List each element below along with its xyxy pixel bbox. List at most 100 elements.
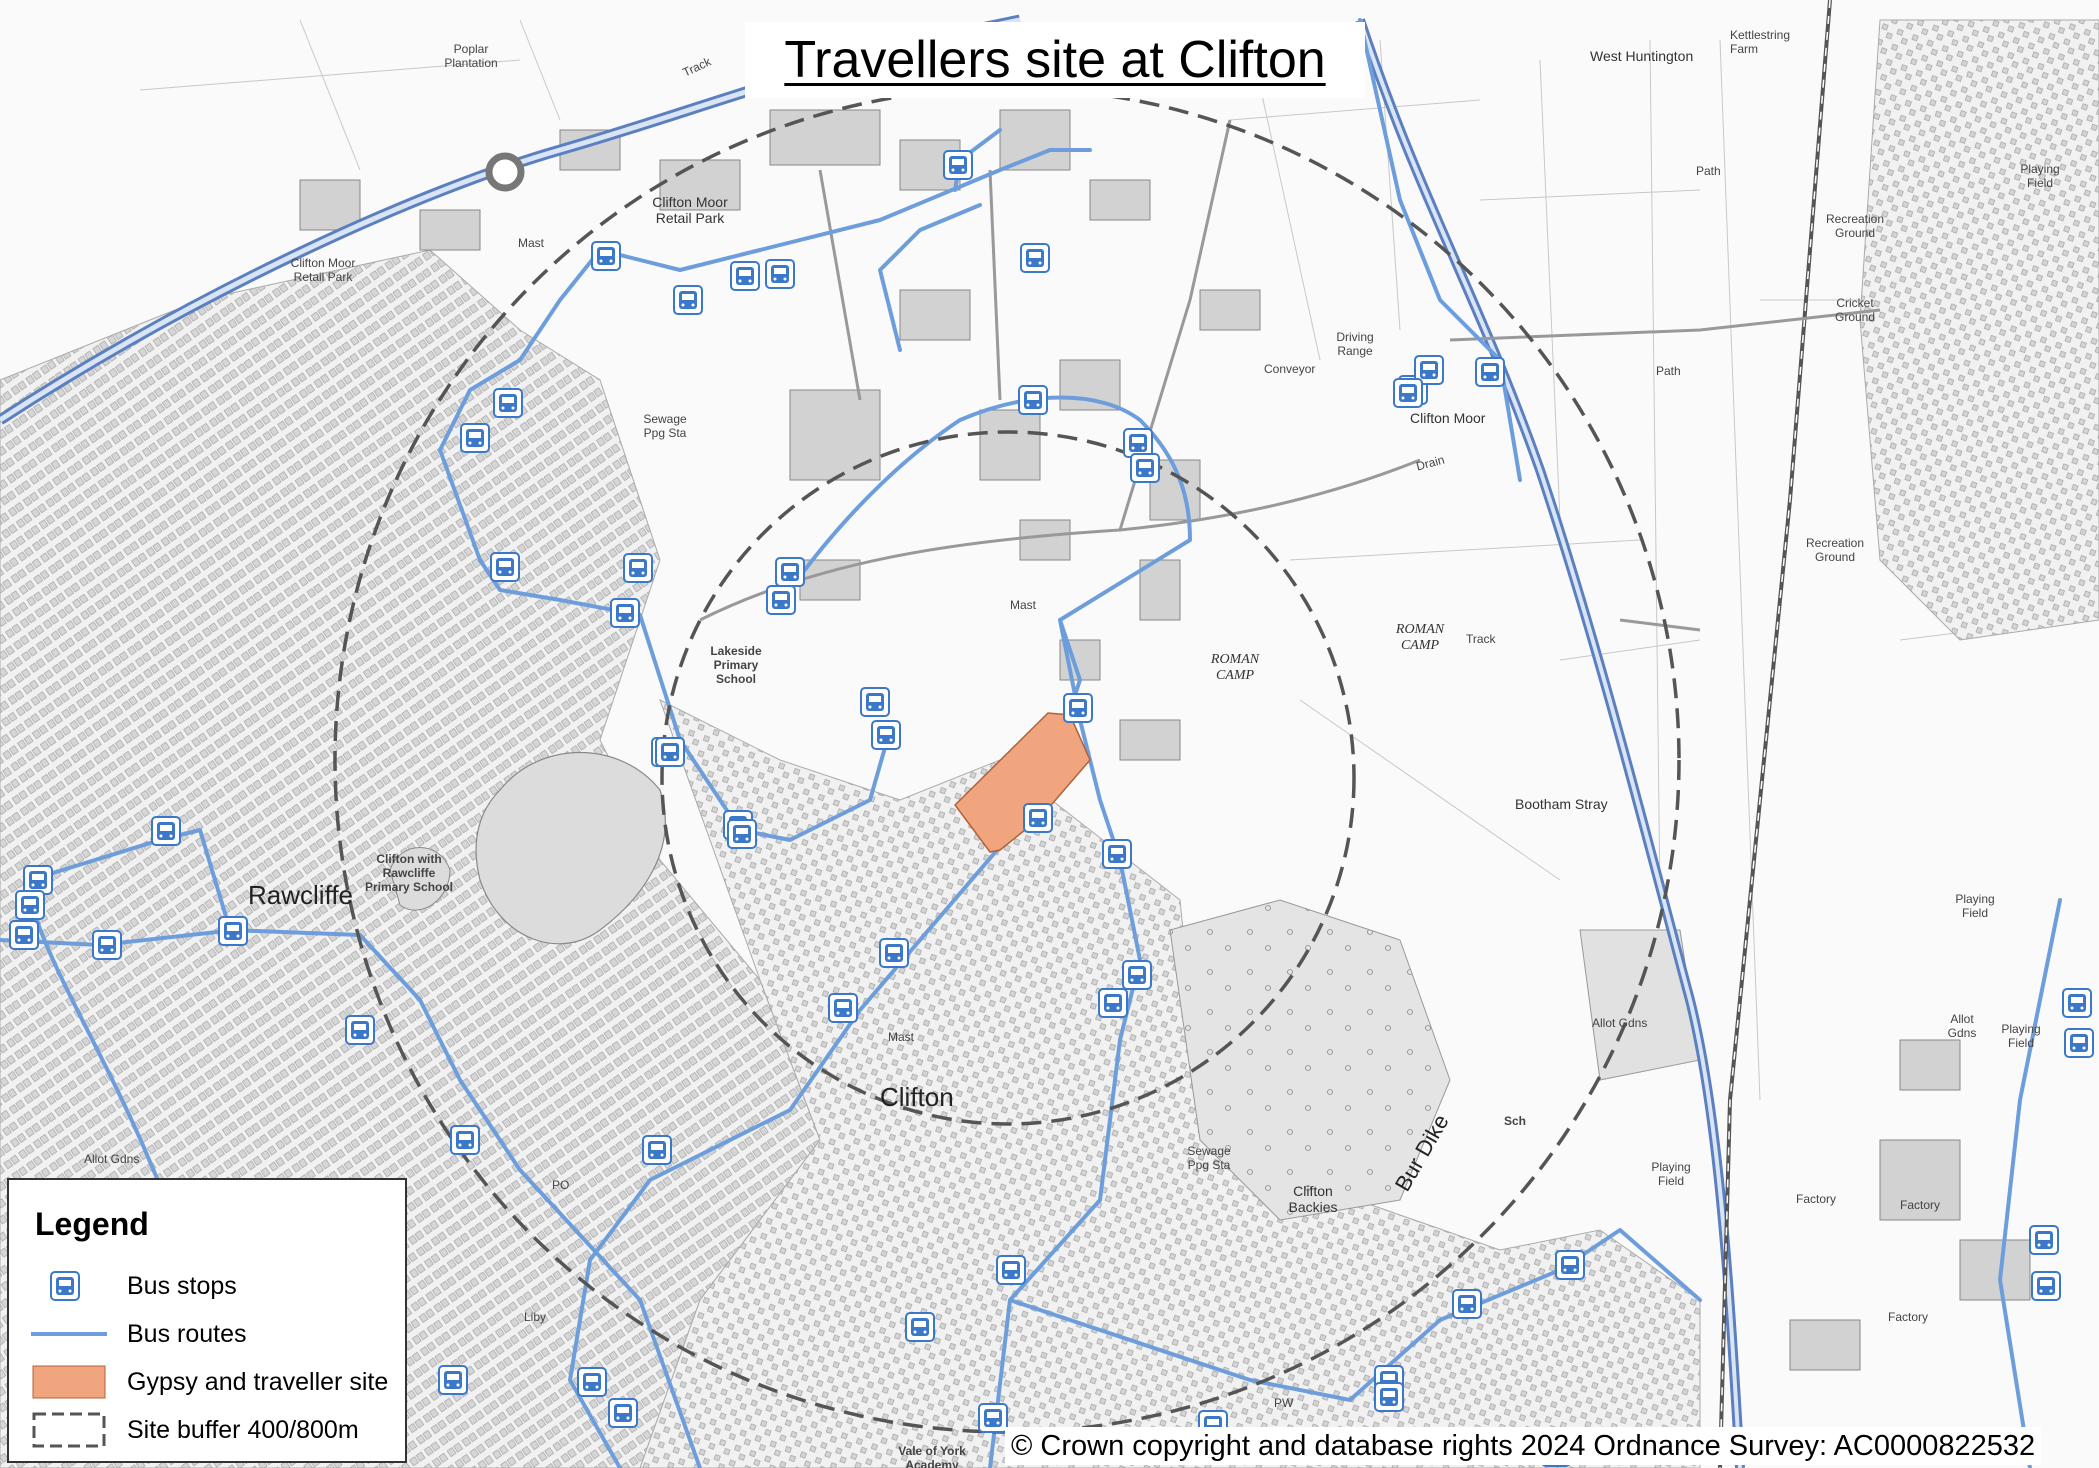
place-label-pw: PW bbox=[1274, 1396, 1294, 1410]
bus-routes bbox=[0, 18, 2062, 1468]
bus-stop-marker[interactable] bbox=[860, 687, 890, 717]
bus-stop-marker[interactable] bbox=[1098, 988, 1128, 1018]
bus-stop-marker[interactable] bbox=[460, 423, 490, 453]
railway-dashes bbox=[1719, 0, 1831, 1468]
place-label-roman-camp-1: ROMAN CAMP bbox=[1210, 652, 1260, 683]
bus-stop-marker[interactable] bbox=[655, 737, 685, 767]
bus-stop-marker[interactable] bbox=[1018, 385, 1048, 415]
copyright-notice: © Crown copyright and database rights 20… bbox=[1005, 1427, 2042, 1465]
legend-item-site-buffer: Site buffer 400/800m bbox=[31, 1410, 401, 1450]
bus-stop-marker[interactable] bbox=[828, 993, 858, 1023]
bus-route-line-icon bbox=[31, 1314, 111, 1354]
bus-stop-marker[interactable] bbox=[1123, 428, 1153, 458]
legend-label-traveller-site: Gypsy and traveller site bbox=[127, 1368, 389, 1396]
place-label-factory-3: Factory bbox=[1888, 1310, 1929, 1324]
bus-stop-marker[interactable] bbox=[1023, 803, 1053, 833]
legend-label-bus-stops: Bus stops bbox=[127, 1272, 237, 1300]
place-label-driving-range: Driving Range bbox=[1336, 330, 1374, 358]
bus-stop-marker[interactable] bbox=[490, 552, 520, 582]
bus-stop-marker[interactable] bbox=[9, 920, 39, 950]
place-label-mast-1: Mast bbox=[518, 236, 545, 250]
place-label-clifton-rawcliffe-school: Clifton with Rawcliffe Primary School bbox=[364, 852, 454, 894]
site-swatch-icon bbox=[31, 1362, 111, 1402]
bus-stop-marker[interactable] bbox=[15, 890, 45, 920]
title-box: Travellers site at Clifton bbox=[745, 22, 1365, 98]
bus-stop-marker[interactable] bbox=[1414, 355, 1444, 385]
bus-stop-marker[interactable] bbox=[1452, 1289, 1482, 1319]
legend-item-bus-routes: Bus routes bbox=[31, 1314, 401, 1354]
bus-stop-marker[interactable] bbox=[608, 1398, 638, 1428]
bus-stop-marker[interactable] bbox=[871, 720, 901, 750]
map-title: Travellers site at Clifton bbox=[784, 31, 1326, 89]
bus-stop-icon bbox=[31, 1266, 111, 1306]
bus-stop-marker[interactable] bbox=[978, 1403, 1008, 1433]
place-label-path-2: Path bbox=[1696, 164, 1721, 178]
place-label-recreation-ground-1: Recreation Ground bbox=[1825, 212, 1885, 240]
bus-stop-marker[interactable] bbox=[2064, 1028, 2094, 1058]
bus-stop-marker[interactable] bbox=[450, 1125, 480, 1155]
bus-stop-marker[interactable] bbox=[879, 938, 909, 968]
bus-stop-marker[interactable] bbox=[2062, 988, 2092, 1018]
place-label-playing-field-4: Playing Field bbox=[1651, 1160, 1691, 1188]
housing-northeast bbox=[1859, 19, 2099, 641]
place-label-po: PO bbox=[552, 1178, 570, 1192]
bus-stop-marker[interactable] bbox=[775, 557, 805, 587]
bus-stop-marker[interactable] bbox=[996, 1255, 1026, 1285]
bus-stop-marker[interactable] bbox=[345, 1015, 375, 1045]
bus-stop-marker[interactable] bbox=[765, 259, 795, 289]
place-label-allot-gdns-3: Allot Gdns bbox=[84, 1152, 140, 1166]
place-label-rawcliffe: Rawcliffe bbox=[248, 880, 354, 910]
place-label-recreation-ground-2: Recreation Ground bbox=[1805, 536, 1865, 564]
bus-stop-marker[interactable] bbox=[493, 388, 523, 418]
place-label-cricket-ground: Cricket Ground bbox=[1834, 296, 1876, 324]
place-label-sewage-1: Sewage Ppg Sta bbox=[643, 412, 687, 440]
pond bbox=[389, 847, 451, 911]
legend-title: Legend bbox=[35, 1206, 149, 1242]
bus-stop-marker[interactable] bbox=[438, 1365, 468, 1395]
bus-stop-marker[interactable] bbox=[1475, 357, 1505, 387]
bus-stop-marker[interactable] bbox=[1374, 1382, 1404, 1412]
place-label-retail-park-2: Clifton Moor Retail Park bbox=[290, 256, 356, 284]
bus-stop-marker[interactable] bbox=[610, 598, 640, 628]
site-buffer-400m bbox=[660, 430, 1356, 1126]
legend-label-site-buffer: Site buffer 400/800m bbox=[127, 1416, 359, 1444]
bus-stop-marker[interactable] bbox=[577, 1367, 607, 1397]
place-label-clifton-moor: Clifton Moor bbox=[1410, 410, 1486, 426]
bus-stop-marker[interactable] bbox=[943, 150, 973, 180]
place-label-allot-gdns-1: Allot Gdns bbox=[1592, 1016, 1648, 1030]
bus-stop-marker[interactable] bbox=[727, 819, 757, 849]
bus-stop-marker[interactable] bbox=[905, 1312, 935, 1342]
bus-stop-marker[interactable] bbox=[2031, 1271, 2061, 1301]
bus-stop-marker[interactable] bbox=[92, 930, 122, 960]
bus-stops-layer bbox=[9, 150, 2094, 1467]
bus-stop-marker[interactable] bbox=[1020, 243, 1050, 273]
bus-stop-marker[interactable] bbox=[673, 285, 703, 315]
place-label-factory-2: Factory bbox=[1900, 1198, 1941, 1212]
bus-stop-marker[interactable] bbox=[642, 1135, 672, 1165]
place-label-playing-field-2: Playing Field bbox=[1955, 892, 1995, 920]
bus-stop-marker[interactable] bbox=[23, 865, 53, 895]
bus-stop-marker[interactable] bbox=[1122, 960, 1152, 990]
bus-stop-marker[interactable] bbox=[218, 916, 248, 946]
place-label-west-huntington: West Huntington bbox=[1590, 48, 1694, 64]
bus-stop-marker[interactable] bbox=[591, 241, 621, 271]
bus-stop-marker[interactable] bbox=[1393, 378, 1423, 408]
bus-stop-marker[interactable] bbox=[1102, 839, 1132, 869]
bus-stop-marker[interactable] bbox=[766, 585, 796, 615]
bus-stop-marker[interactable] bbox=[623, 553, 653, 583]
place-label-factory-1: Factory bbox=[1796, 1192, 1837, 1206]
bus-stop-marker[interactable] bbox=[1555, 1250, 1585, 1280]
bus-stop-marker[interactable] bbox=[2029, 1225, 2059, 1255]
place-label-playing-field-1: Playing Field bbox=[2020, 162, 2060, 190]
place-label-clifton-backies: Clifton Backies bbox=[1288, 1183, 1338, 1215]
bus-stop-marker[interactable] bbox=[1063, 693, 1093, 723]
bus-stop-marker[interactable] bbox=[730, 261, 760, 291]
bus-stop-marker[interactable] bbox=[1130, 453, 1160, 483]
place-label-kettlestring-farm: Kettlestring Farm bbox=[1730, 28, 1791, 56]
legend-label-bus-routes: Bus routes bbox=[127, 1320, 247, 1348]
place-label-school: Sch bbox=[1504, 1114, 1527, 1128]
place-label-playing-field-3: Playing Field bbox=[2001, 1022, 2041, 1050]
place-label-retail-park: Clifton Moor Retail Park bbox=[652, 194, 728, 226]
bus-stop-marker[interactable] bbox=[151, 816, 181, 846]
